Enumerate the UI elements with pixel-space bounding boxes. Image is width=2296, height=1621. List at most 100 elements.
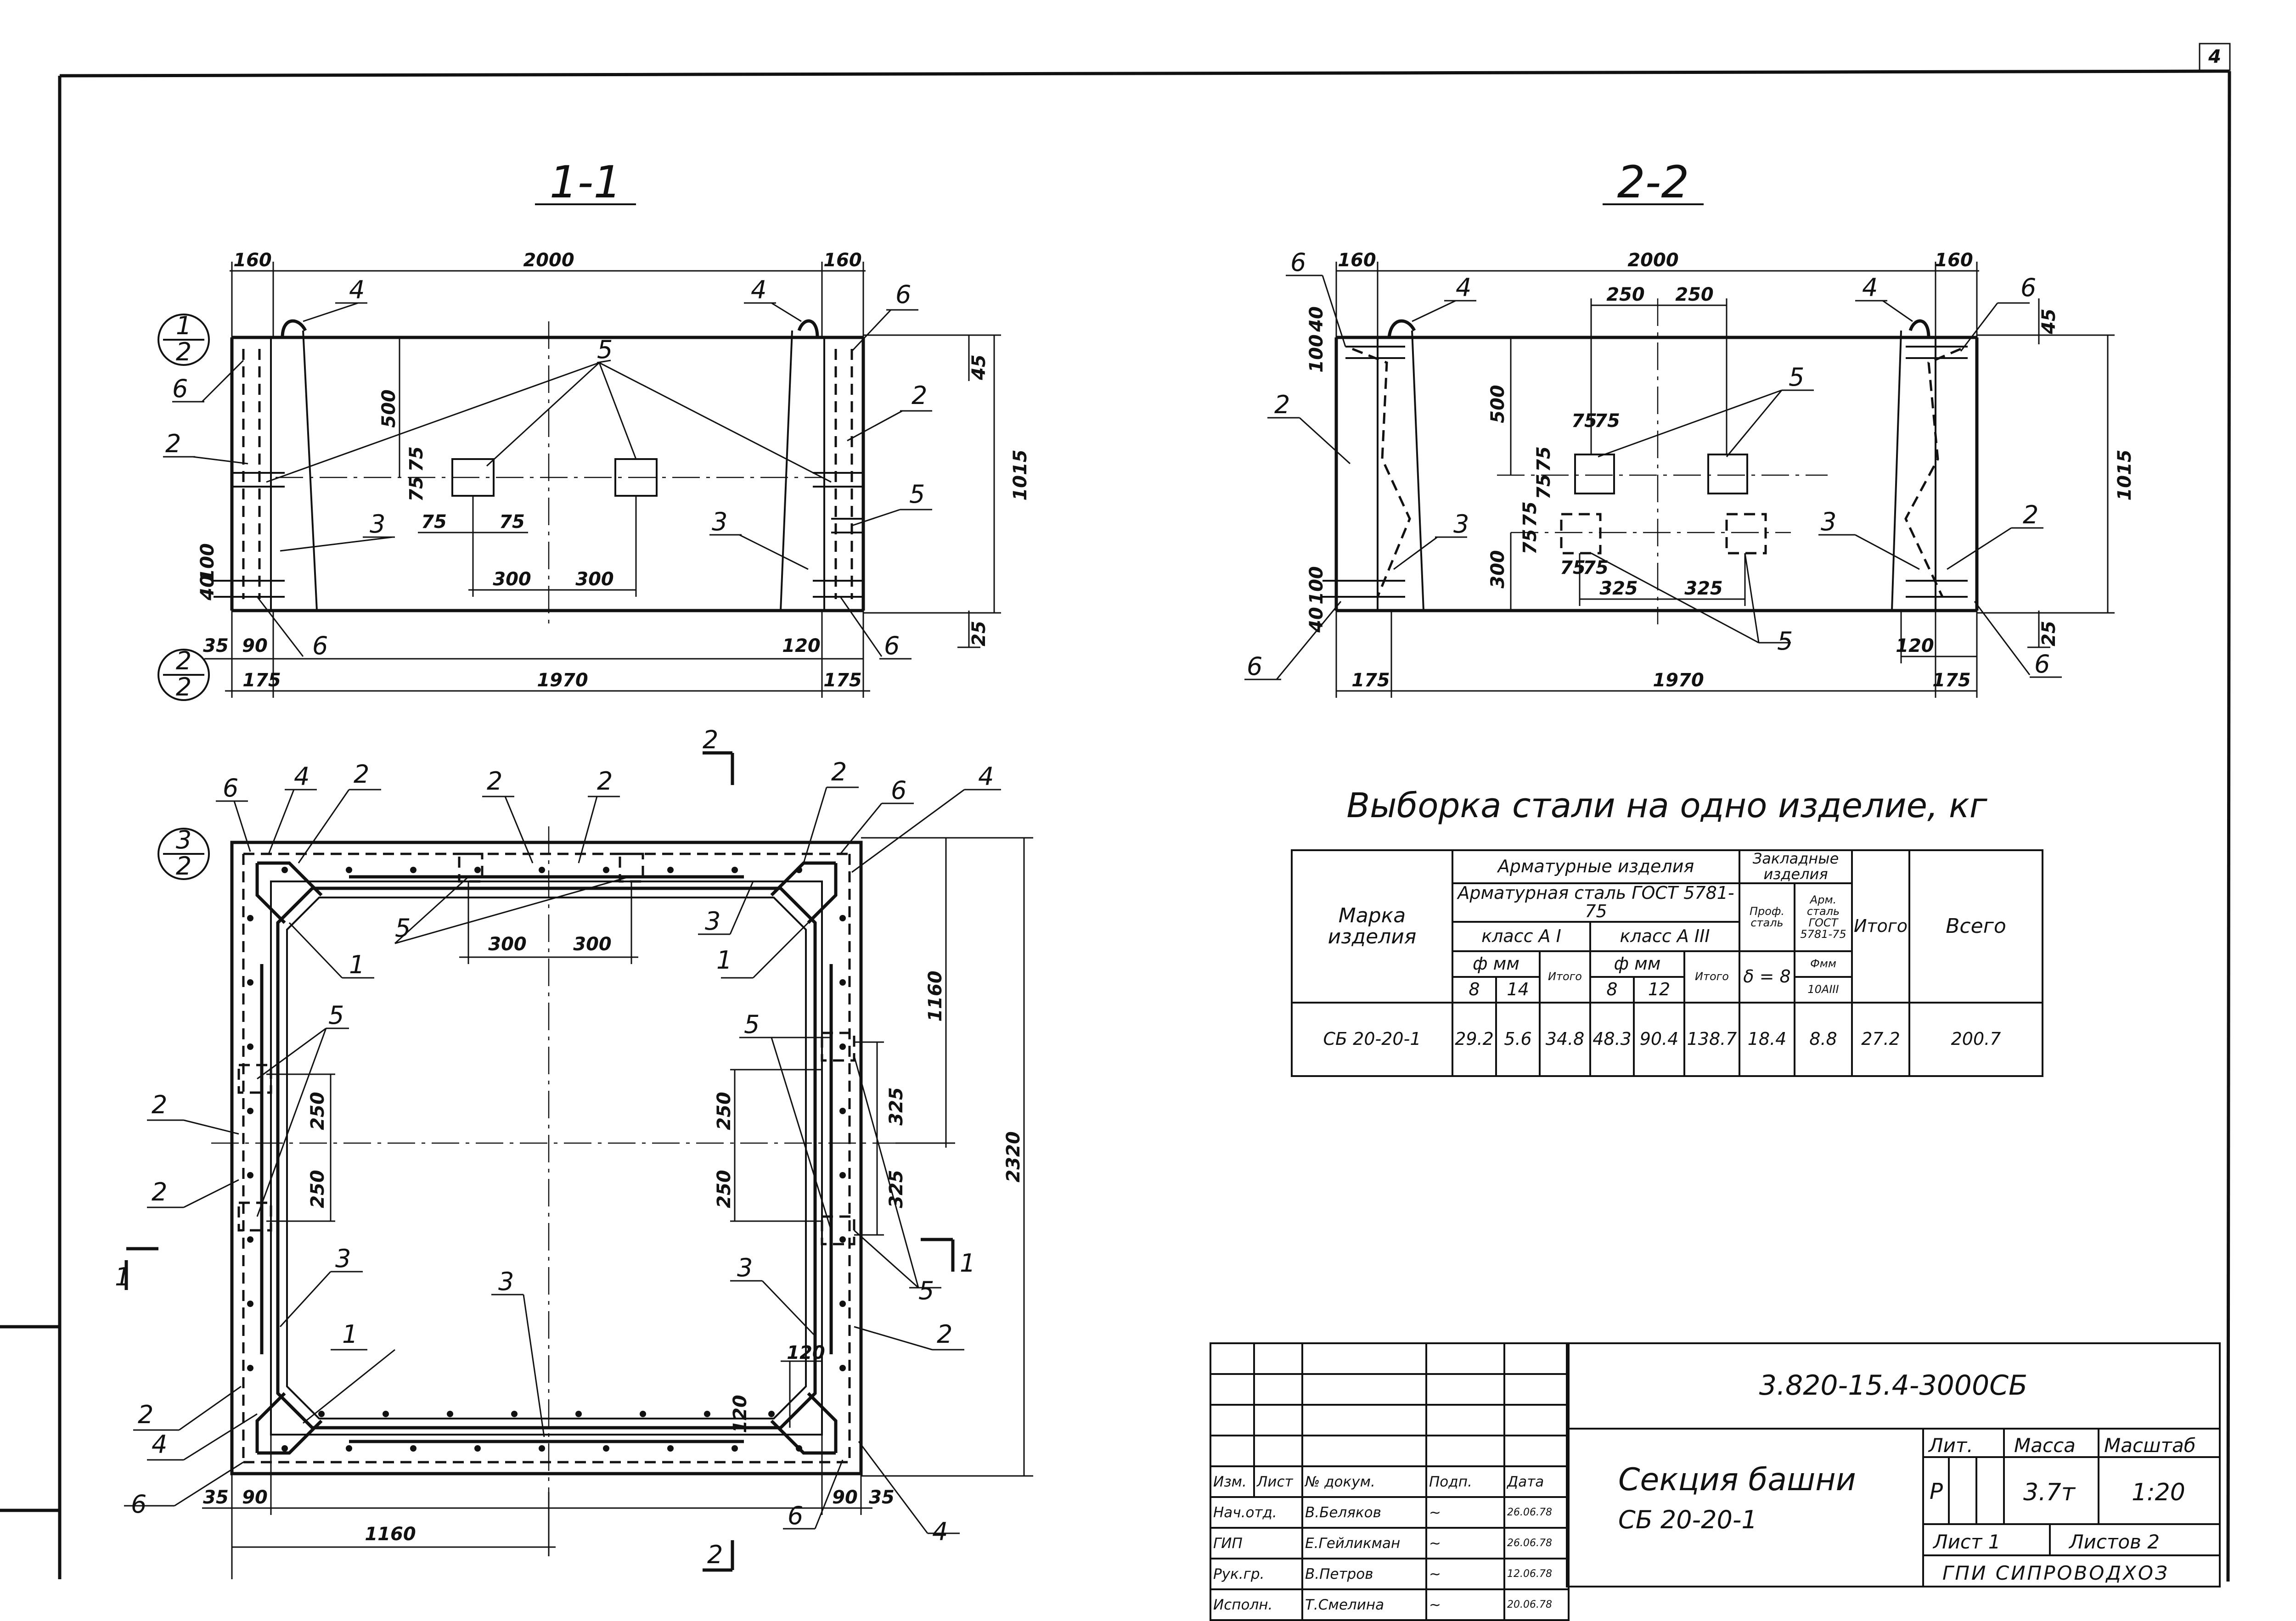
s22-callout-4-right: 4 xyxy=(1862,273,1878,302)
plan-cut-1-left: 1 xyxy=(115,1262,130,1291)
plan-callout-5-right: 5 xyxy=(744,1010,760,1039)
td-mark: СБ 20-20-1 xyxy=(1291,1001,1453,1077)
s11-dim-300-b: 300 xyxy=(575,569,614,590)
s11-dim-75-h2: 75 xyxy=(499,511,525,533)
td-a1-14: 5.6 xyxy=(1495,1001,1541,1077)
plan-callout-3-bottom: 3 xyxy=(498,1267,514,1296)
plan-callout-5-top: 5 xyxy=(395,914,411,942)
tb-head-lit: Лит. xyxy=(1929,1434,1973,1457)
tb-org: ГПИ СИПРОВОДХОЗ xyxy=(1942,1562,2169,1584)
td-a1-8: 29.2 xyxy=(1452,1001,1497,1077)
tb-name-box: Секция башни СБ 20-20-1 xyxy=(1566,1428,1924,1587)
s11-dim-120: 120 xyxy=(782,635,821,656)
plan-dim-35-left: 35 xyxy=(203,1487,229,1508)
tb-head-scale: Масштаб xyxy=(2104,1434,2196,1457)
s11-dim-175-right: 175 xyxy=(823,670,862,691)
td-a3-itogo: 138.7 xyxy=(1683,1001,1740,1077)
plan-dim-250-c: 250 xyxy=(714,1092,735,1130)
tb-head-sign: Подп. xyxy=(1425,1465,1505,1498)
td-emb-itogo: 27.2 xyxy=(1851,1001,1910,1077)
th-phi-mm-1: ф мм xyxy=(1452,950,1541,978)
plan-dim-325-b: 325 xyxy=(886,1170,907,1208)
plan-callout-1-bl: 1 xyxy=(342,1320,358,1349)
s22-callout-3-left: 3 xyxy=(1453,510,1469,538)
plan-cut-2-bottom: 2 xyxy=(707,1540,723,1569)
s11-dim-40: 40 xyxy=(197,575,218,601)
section-2-2: 2-2 160 2000 160 250 250 40 xyxy=(1244,157,2135,698)
frame-right-line xyxy=(2226,71,2231,1582)
s11-dim-1015: 1015 xyxy=(1010,449,1031,500)
th-reinf-products: Арматурные изделия xyxy=(1452,849,1740,884)
th-phi-mm-2: ф мм xyxy=(1589,950,1685,978)
s11-dim-300-a: 300 xyxy=(493,569,531,590)
s22-dim-75-c: 75 xyxy=(1533,446,1554,472)
tb-date-2: 12.06.78 xyxy=(1503,1558,1570,1590)
th-arm-steel: Арм. сталь ГОСТ 5781-75 xyxy=(1794,882,1853,952)
plan-callout-3-tr: 3 xyxy=(705,907,720,936)
s11-callout-6-top-right: 6 xyxy=(895,280,911,309)
s22-callout-3-right: 3 xyxy=(1821,507,1836,536)
td-arm: 8.8 xyxy=(1794,1001,1853,1077)
s22-callout-2-right: 2 xyxy=(2023,500,2038,529)
tb-head-list: Лист xyxy=(1253,1465,1303,1498)
section-1-1: 1-1 160 2000 160 xyxy=(158,157,1031,701)
tb-lit-value: Р xyxy=(1930,1479,1943,1504)
s11-marker-top-num: 1 xyxy=(176,311,191,340)
tb-code-box: 3.820-15.4-3000СБ xyxy=(1566,1342,2221,1430)
tb-lit-cell-2 xyxy=(1948,1456,1977,1525)
plan-dim-300-b: 300 xyxy=(573,934,612,955)
s22-dim-40-b: 40 xyxy=(1306,607,1327,633)
plan-callout-3-left: 3 xyxy=(335,1244,351,1273)
tb-sheet-cell: Лист 1 xyxy=(1922,1523,2051,1556)
tb-name-2: В.Петров xyxy=(1301,1558,1427,1590)
plan-callout-2-top-b: 2 xyxy=(597,767,613,796)
s22-dim-75-d: 75 xyxy=(1533,474,1554,499)
tb-name-3: Т.Смелина xyxy=(1301,1588,1427,1621)
plan-callout-2-tl: 2 xyxy=(354,760,369,789)
tb-head-doc: № докум. xyxy=(1301,1465,1427,1498)
s22-dim-325-b: 325 xyxy=(1684,578,1723,599)
plan-callout-2-right: 2 xyxy=(937,1320,952,1349)
s11-dim-90: 90 xyxy=(242,635,268,656)
s22-dim-100: 100 xyxy=(1306,334,1327,373)
plan-marker-den: 2 xyxy=(176,852,191,881)
s11-callout-4-left: 4 xyxy=(349,275,365,304)
tb-sign-1: ~ xyxy=(1425,1527,1505,1559)
steel-table: Марка изделия Арматурные изделия Закладн… xyxy=(1291,849,2043,1077)
plan-callout-6-tr: 6 xyxy=(891,776,906,805)
plan-callout-6-bl: 6 xyxy=(131,1490,146,1519)
plan-dim-90-right: 90 xyxy=(832,1487,858,1508)
tb-head-date: Дата xyxy=(1503,1465,1570,1498)
plan-dim-250-a: 250 xyxy=(307,1092,328,1130)
th-class-a1: класс А I xyxy=(1452,920,1591,952)
s22-dim-25: 25 xyxy=(2038,621,2060,646)
plan-callout-2-bl: 2 xyxy=(138,1400,153,1429)
tb-name-line2: СБ 20-20-1 xyxy=(1618,1505,1757,1534)
plan-dim-1160-h: 1160 xyxy=(365,1524,416,1545)
tb-date-0: 26.06.78 xyxy=(1503,1496,1570,1529)
tb-scale-value: 1:20 xyxy=(2132,1479,2185,1506)
plan-dim-250-d: 250 xyxy=(714,1170,735,1208)
th-d8a: 8 xyxy=(1452,976,1497,1004)
s22-dim-40: 40 xyxy=(1306,306,1327,332)
s11-callout-6-bottom-left: 6 xyxy=(312,631,328,660)
plan-outer-edge xyxy=(230,841,863,1475)
s22-dim-325-a: 325 xyxy=(1599,578,1638,599)
s22-dim-250-a: 250 xyxy=(1606,284,1645,305)
plan-dim-250-b: 250 xyxy=(307,1170,328,1208)
s11-dim-35: 35 xyxy=(203,635,229,656)
s22-dim-45: 45 xyxy=(2038,308,2060,335)
tb-doc-code: 3.820-15.4-3000СБ xyxy=(1759,1369,2028,1402)
title-block-grid: Изм. Лист № докум. Подп. Дата Нач.отд. В… xyxy=(1210,1342,1570,1621)
s11-callout-5-right: 5 xyxy=(909,480,925,509)
th-10a3: 10АIII xyxy=(1794,976,1853,1004)
s11-marker-bottom-den: 2 xyxy=(176,673,191,701)
tb-lit-cell-3 xyxy=(1975,1456,2005,1525)
tb-sign-0: ~ xyxy=(1425,1496,1505,1529)
tb-lit-head-box: Лит. xyxy=(1922,1428,2005,1458)
plan-callout-4-tl: 4 xyxy=(294,762,310,791)
td-prof: 18.4 xyxy=(1739,1001,1795,1077)
s22-dim-160-left: 160 xyxy=(1338,250,1376,271)
plan-cut-1-right: 1 xyxy=(960,1249,975,1278)
